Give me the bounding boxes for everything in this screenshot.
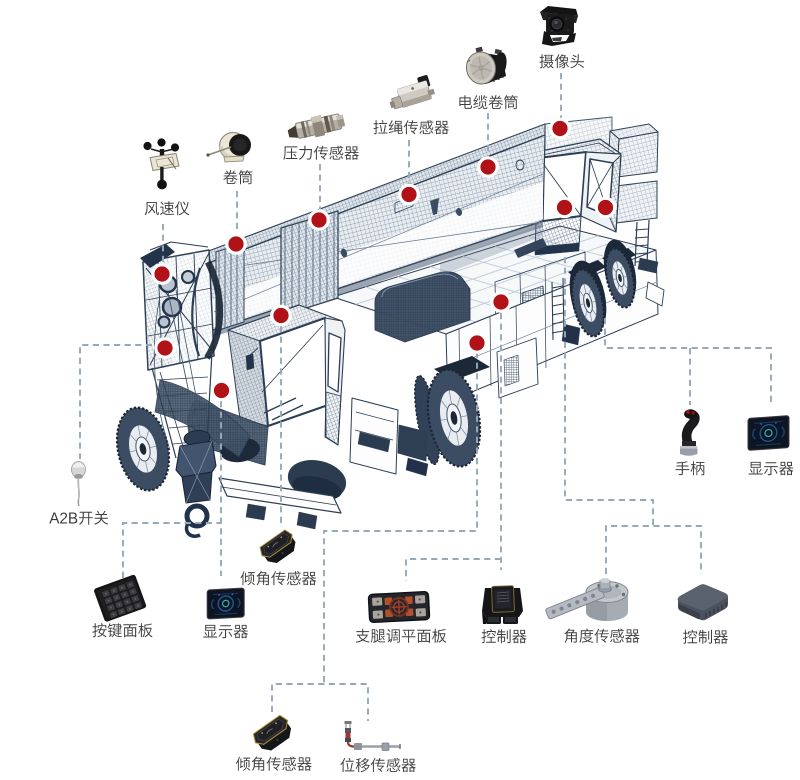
svg-text:A2B: A2B: [49, 511, 78, 528]
